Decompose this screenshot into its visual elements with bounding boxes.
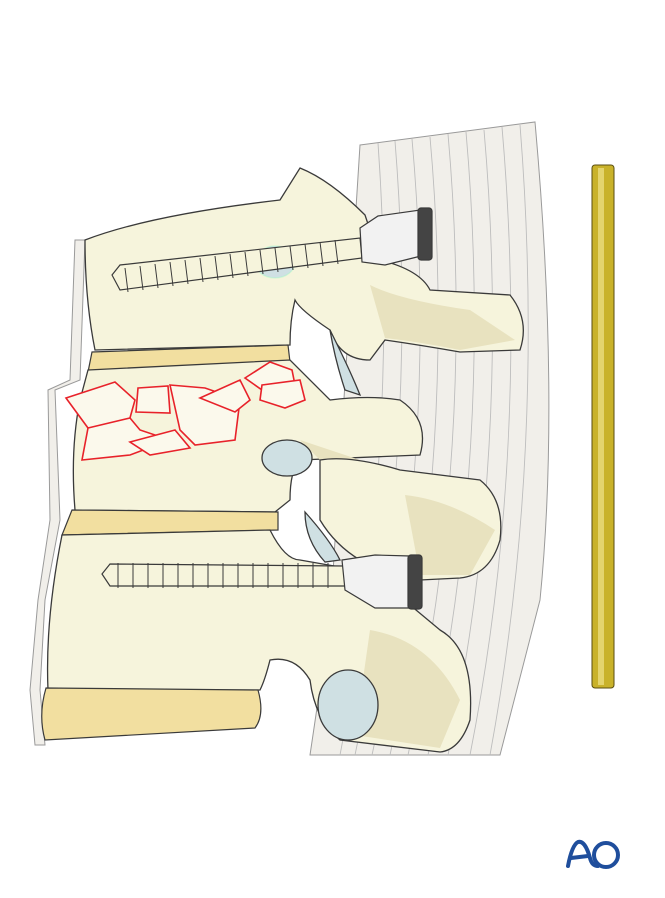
- pedicle-screw-lower: [101, 554, 423, 610]
- intervertebral-disc: [41, 687, 262, 741]
- pedicle-screw-upper: [111, 207, 433, 293]
- anterior-ligament: [29, 239, 86, 746]
- posterior-elements: [304, 458, 502, 581]
- fixation-rod: [591, 164, 615, 689]
- intervertebral-disc: [61, 509, 279, 536]
- ao-logo: [566, 839, 620, 869]
